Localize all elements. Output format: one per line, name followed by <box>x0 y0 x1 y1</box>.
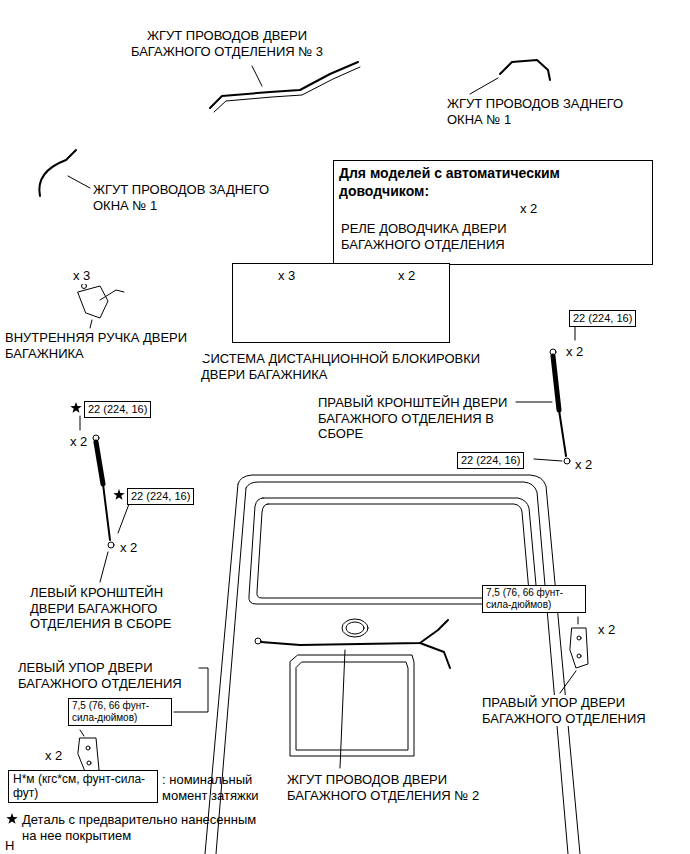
box-text: 7,5 (76, 66 фунт-сила-дюймов) <box>486 587 582 611</box>
door-harness-3 <box>252 66 262 86</box>
window-harness <box>68 176 90 188</box>
left-strut <box>103 484 110 540</box>
back-door <box>342 619 368 637</box>
box-text: Для моделей с автоматическим доводчиком: <box>339 165 649 200</box>
part-name: ЖГУТ ПРОВОДОВ ДВЕРИ БАГАЖНОГО ОТДЕЛЕНИЯ … <box>287 772 517 803</box>
box-text: 22 (224, 16) <box>131 490 190 503</box>
quantity-mark: x 2 <box>566 344 583 360</box>
door-harness-3 <box>214 67 360 112</box>
inner-handle <box>78 286 108 318</box>
right-strut <box>516 402 552 403</box>
inset-box: СИСТЕМА ДИСТАНЦИОННОЙ БЛОКИРОВКИ ДВЕРИ Б… <box>232 263 450 343</box>
unit-legend-box: Н*м (кгс*см, фунт-сила-фут) <box>8 770 158 803</box>
right-stopper <box>560 617 588 693</box>
legend-entry: Деталь с предварительно нанесенным на не… <box>22 812 272 843</box>
quantity-mark: x 3 <box>73 268 90 284</box>
door-harness-2 <box>255 638 261 644</box>
left-strut <box>118 504 129 533</box>
part-name: ВНУТРЕННЯЯ РУЧКА ДВЕРИ БАГАЖНИКА <box>5 330 205 361</box>
left-strut <box>108 542 114 548</box>
back-door <box>257 504 529 598</box>
left-stopper <box>80 730 84 736</box>
quantity-mark: x 2 <box>520 201 537 217</box>
back-door <box>290 655 414 756</box>
right-stopper <box>570 628 588 668</box>
window-harness <box>39 150 90 196</box>
window-harness <box>39 150 76 196</box>
legend-text: : номинальный момент затяжки <box>162 772 259 803</box>
torque-box: 22 (224, 16) <box>457 452 524 469</box>
right-stopper <box>577 636 581 640</box>
door-harness-2 <box>420 643 450 668</box>
legend-entry: : номинальный момент затяжки <box>162 772 274 803</box>
inner-handle <box>100 290 124 300</box>
part-name: ЖГУТ ПРОВОДОВ ДВЕРИ БАГАЖНОГО ОТДЕЛЕНИЯ … <box>112 28 342 59</box>
legend-text: Деталь с предварительно нанесенным на не… <box>22 812 256 843</box>
quantity-mark: x 2 <box>598 622 615 638</box>
left-stopper <box>86 746 90 750</box>
back-door <box>238 475 580 854</box>
inner-handle <box>82 284 87 289</box>
quantity-mark: x 2 <box>45 748 62 764</box>
quantity-mark: x 2 <box>70 434 87 450</box>
quantity-mark: x 3 <box>278 268 295 284</box>
torque-box: 7,5 (76, 66 фунт-сила-дюймов) <box>482 585 586 613</box>
quantity-mark: x 2 <box>575 457 592 473</box>
door-harness-3 <box>210 62 358 108</box>
inner-handle <box>90 320 92 328</box>
part-name: ЛЕВЫЙ УПОР ДВЕРИ БАГАЖНОГО ОТДЕЛЕНИЯ <box>18 660 198 691</box>
torque-box: 7,5 (76, 66 фунт-сила-дюймов) <box>68 698 172 726</box>
box-text: СИСТЕМА ДИСТАНЦИОННОЙ БЛОКИРОВКИ ДВЕРИ Б… <box>201 351 486 382</box>
right-stopper <box>577 654 581 658</box>
back-door <box>346 622 364 634</box>
torque-box: 22 (224, 16) <box>569 310 636 327</box>
window-harness <box>470 60 550 94</box>
window-harness <box>470 78 498 94</box>
box-text: Н*м (кгс*см, фунт-сила-фут) <box>13 772 153 801</box>
right-strut <box>559 410 566 456</box>
left-strut <box>96 442 103 484</box>
quantity-mark: H <box>5 838 14 854</box>
right-strut <box>575 326 576 340</box>
quantity-mark: x 2 <box>120 540 137 556</box>
right-strut <box>534 459 562 461</box>
door-harness-3 <box>210 62 360 112</box>
right-stopper <box>560 671 576 693</box>
door-harness-2 <box>261 620 448 645</box>
precoat-star <box>113 489 124 500</box>
part-name: ЖГУТ ПРОВОДОВ ЗАДНЕГО ОКНА № 1 <box>93 182 293 213</box>
door-harness-2 <box>340 650 345 768</box>
door-harness-2 <box>255 620 450 768</box>
box-text: 22 (224, 16) <box>573 312 632 325</box>
left-stopper <box>87 761 91 765</box>
precoat-star <box>70 402 81 413</box>
box-text: 7,5 (76, 66 фунт-сила-дюймов) <box>72 700 168 724</box>
left-strut <box>80 416 129 582</box>
back-door <box>205 475 580 854</box>
left-stopper <box>78 738 99 774</box>
right-stopper <box>578 617 579 624</box>
option-box: Для моделей с автоматическим доводчиком:… <box>333 160 653 265</box>
precoat-star <box>6 813 17 824</box>
left-strut <box>100 552 108 582</box>
window-harness <box>500 60 550 80</box>
torque-box: 22 (224, 16) <box>127 488 194 505</box>
right-strut <box>553 356 559 410</box>
quantity-mark: x 2 <box>398 268 415 284</box>
torque-box: 22 (224, 16) <box>84 401 151 418</box>
inner-handle <box>78 284 124 329</box>
part-name: ПРАВЫЙ УПОР ДВЕРИ БАГАЖНОГО ОТДЕЛЕНИЯ <box>482 695 667 726</box>
back-door <box>296 662 408 750</box>
back-door <box>246 482 568 854</box>
right-strut <box>564 458 570 464</box>
part-name: ПРАВЫЙ КРОНШТЕЙН ДВЕРИ БАГАЖНОГО ОТДЕЛЕН… <box>318 395 513 442</box>
box-text: 22 (224, 16) <box>88 403 147 416</box>
part-name: ЛЕВЫЙ КРОНШТЕЙН ДВЕРИ БАГАЖНОГО ОТДЕЛЕНИ… <box>30 585 180 632</box>
left-strut <box>80 416 81 430</box>
part-name: РЕЛЕ ДОВОДЧИКА ДВЕРИ БАГАЖНОГО ОТДЕЛЕНИЯ <box>341 221 521 252</box>
box-text: 22 (224, 16) <box>461 454 520 467</box>
part-name: ЖГУТ ПРОВОДОВ ЗАДНЕГО ОКНА № 1 <box>447 96 647 127</box>
